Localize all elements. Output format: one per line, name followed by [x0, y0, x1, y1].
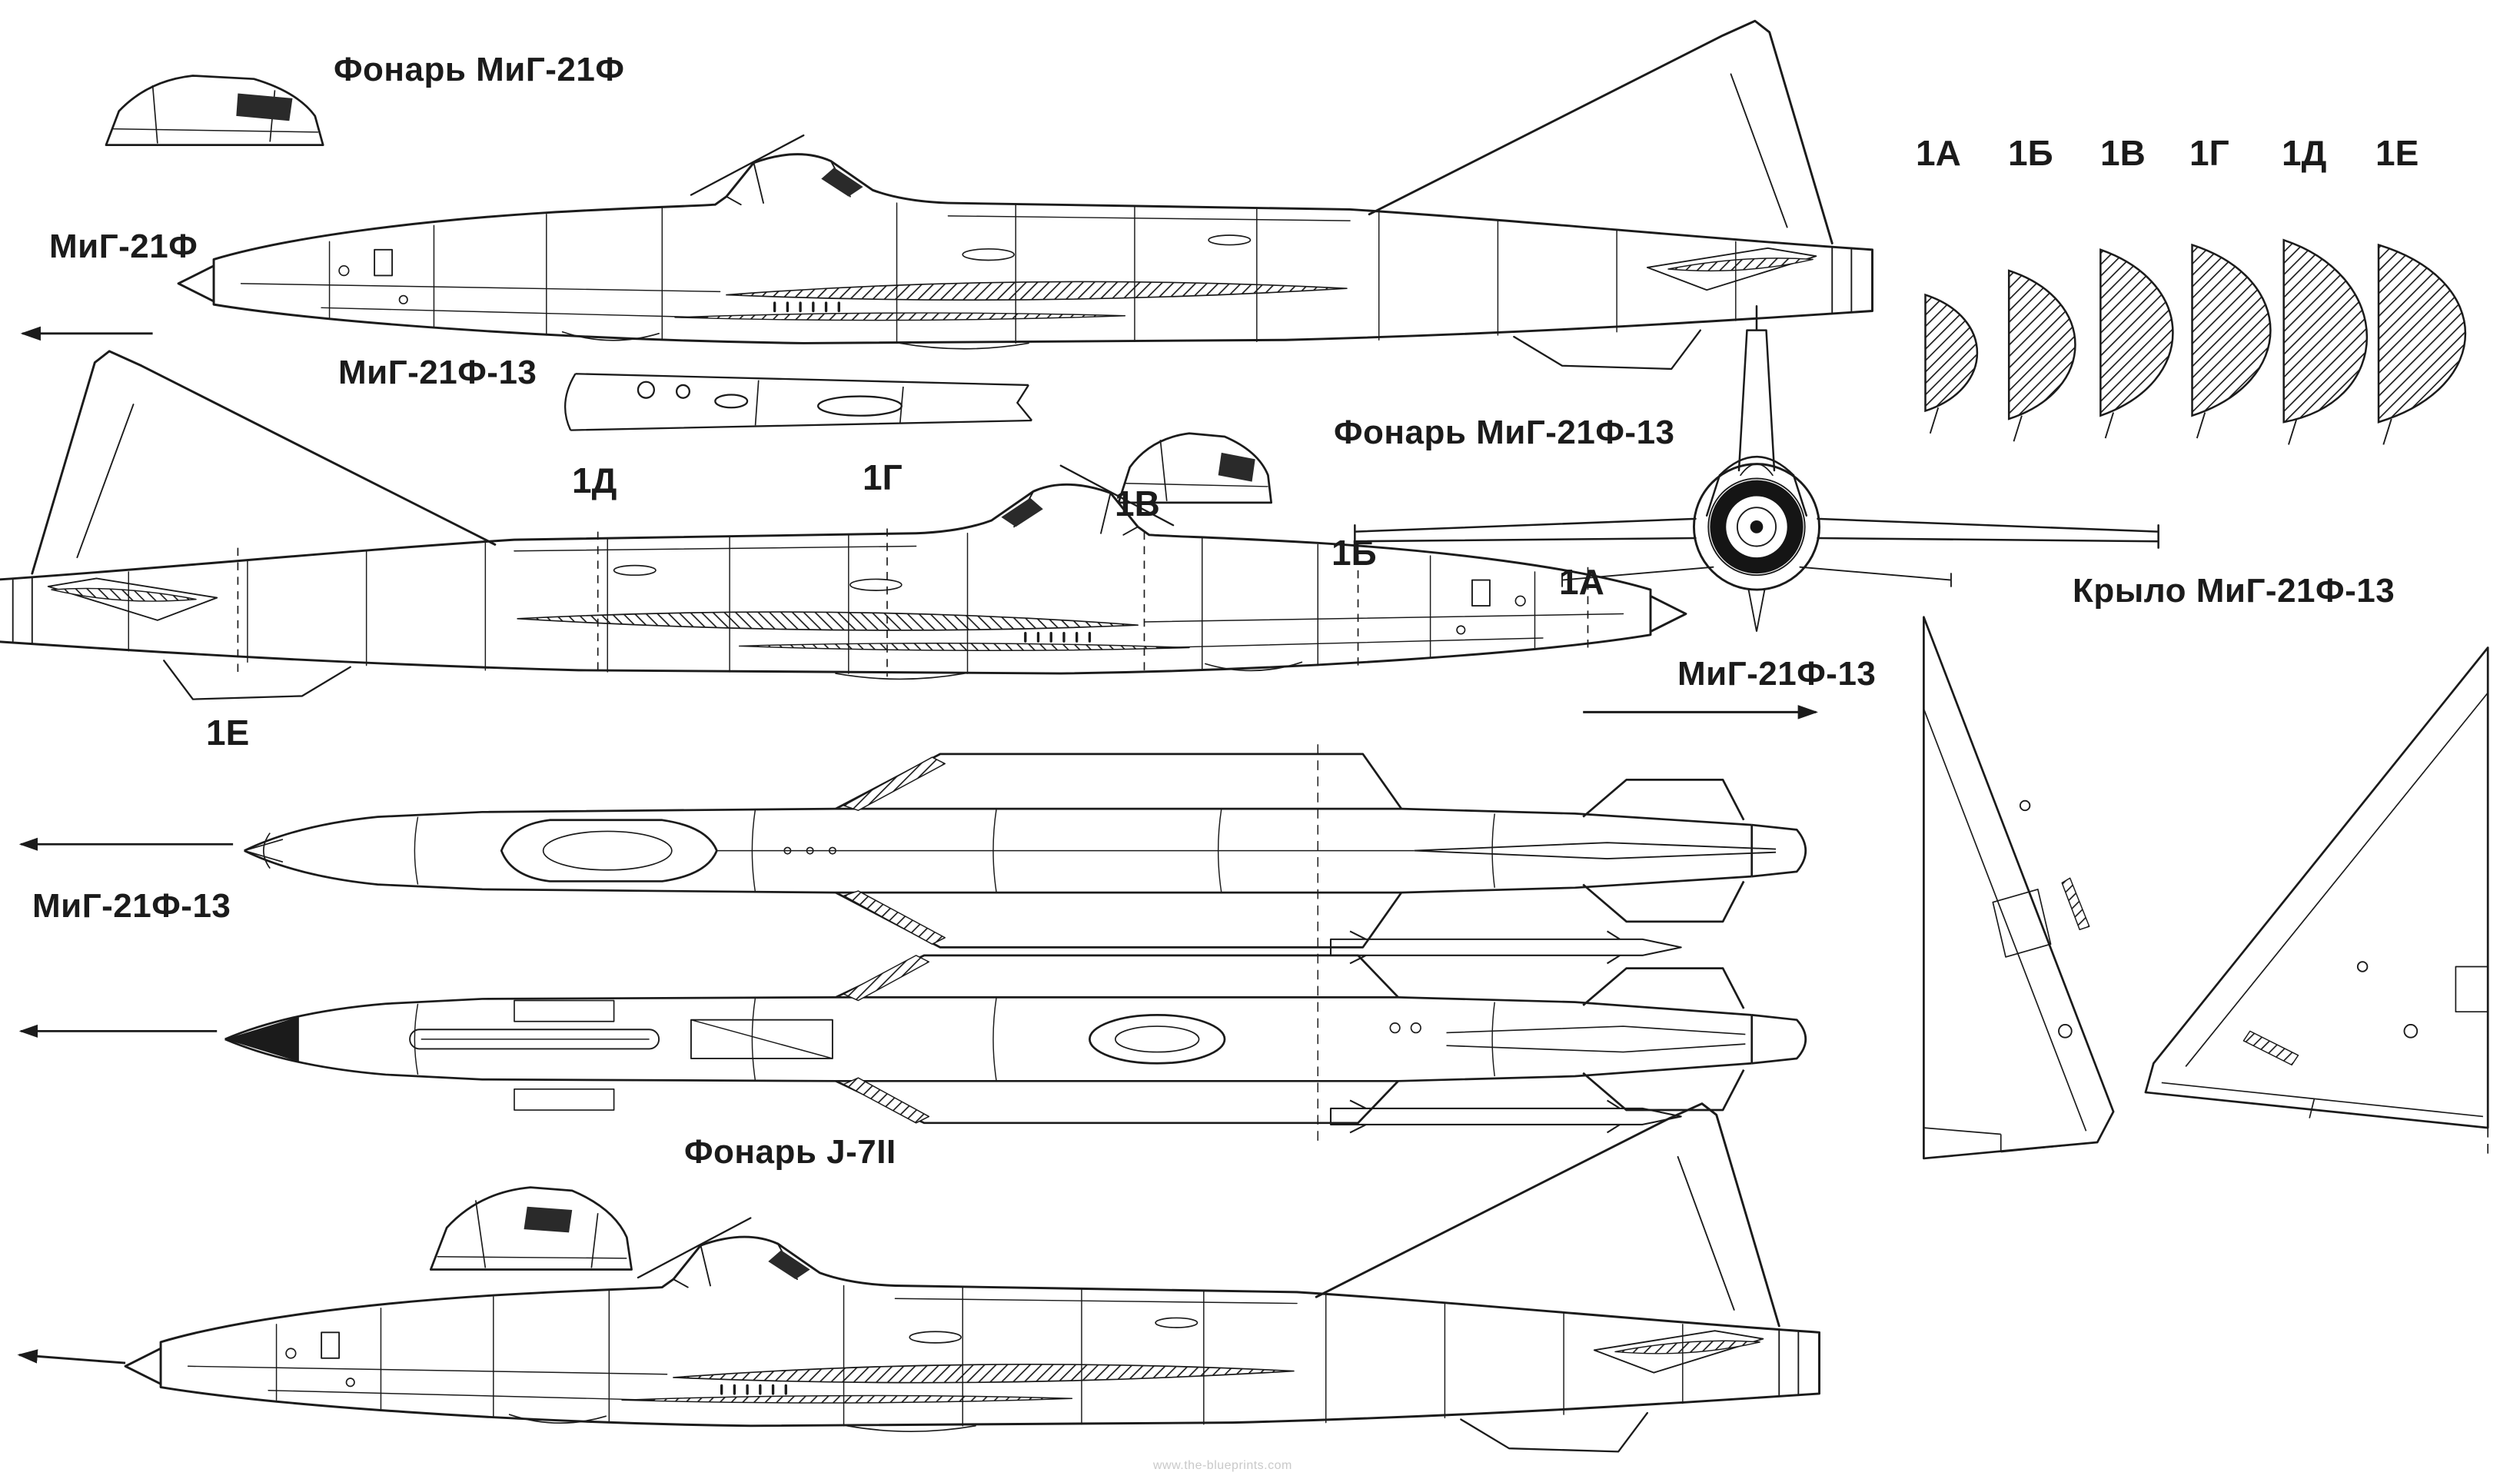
canopy-detail-mig21f13	[1117, 432, 1272, 504]
section-header-1b: 1Б	[2008, 133, 2053, 173]
label-mig21f13-top: МиГ-21Ф-13	[32, 887, 231, 925]
canopy-detail-mig21f	[105, 75, 324, 146]
label-canopy-j7ii: Фонарь J-7II	[684, 1133, 896, 1171]
missile-k13	[1329, 1099, 1682, 1134]
front-view	[1354, 304, 2159, 632]
section-header-1d: 1Д	[2282, 133, 2327, 173]
cross-sections	[1924, 238, 2467, 445]
top-view	[18, 744, 1807, 1148]
mig21f13-nose-detail	[564, 373, 1033, 431]
section-mark-1g: 1Г	[863, 457, 903, 497]
canopy-detail-j7ii	[429, 1186, 633, 1271]
section-mark-1e: 1Е	[206, 713, 250, 753]
section-mark-1v: 1В	[1115, 484, 1160, 523]
nose-cone	[224, 1016, 299, 1062]
bottom-view	[18, 954, 1807, 1134]
side-view-mig21f13	[0, 326, 1818, 720]
section-mark-1a: 1А	[1559, 562, 1604, 602]
label-mig21f13-detail: МиГ-21Ф-13	[338, 354, 537, 391]
section-header-1v: 1В	[2100, 133, 2146, 173]
watermark: www.the-blueprints.com	[1153, 1459, 1292, 1472]
wing-plan-views	[1923, 616, 2489, 1160]
section-cut-lines	[237, 528, 1589, 677]
label-mig21f13-side: МиГ-21Ф-13	[1677, 655, 1877, 693]
section-header-1e: 1Е	[2375, 133, 2419, 173]
label-mig21f: МиГ-21Ф	[49, 228, 198, 265]
label-wing-mig21f13: Крыло МиГ-21Ф-13	[2073, 572, 2395, 610]
missile-k13	[1329, 930, 1682, 965]
section-header-1g: 1Г	[2189, 133, 2229, 173]
section-header-1a: 1А	[1916, 133, 1961, 173]
side-view-j7ii	[17, 1102, 1821, 1454]
pitot-arrow	[17, 1349, 126, 1364]
label-canopy-mig21f13: Фонарь МиГ-21Ф-13	[1334, 414, 1675, 451]
section-mark-1d: 1Д	[572, 460, 617, 500]
label-canopy-mig21f: Фонарь МиГ-21Ф	[334, 51, 625, 88]
section-mark-1b: 1Б	[1331, 533, 1377, 573]
